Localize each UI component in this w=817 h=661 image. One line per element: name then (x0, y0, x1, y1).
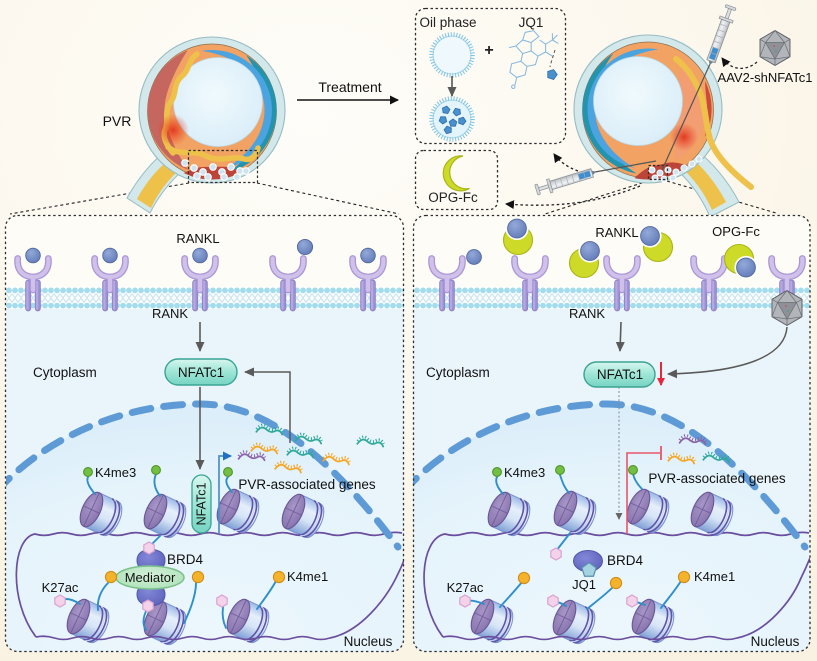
svg-text:OPG-Fc: OPG-Fc (428, 190, 478, 205)
svg-text:K27ac: K27ac (447, 580, 484, 595)
svg-text:RANK: RANK (152, 306, 188, 321)
svg-text:Treatment: Treatment (318, 79, 381, 95)
svg-text:Nucleus: Nucleus (344, 634, 393, 649)
svg-text:JQ1: JQ1 (572, 577, 596, 592)
svg-text:Oil phase: Oil phase (419, 15, 476, 30)
svg-text:BRD4: BRD4 (167, 552, 204, 567)
svg-text:AAV2-shNFATc1: AAV2-shNFATc1 (718, 70, 813, 85)
svg-text:NFATc1: NFATc1 (597, 367, 643, 382)
svg-text:Mediator: Mediator (125, 570, 176, 585)
svg-text:K4me1: K4me1 (694, 569, 735, 584)
svg-text:+: + (484, 42, 493, 59)
svg-text:K4me3: K4me3 (504, 465, 545, 480)
svg-text:PVR-associated genes: PVR-associated genes (648, 471, 786, 486)
svg-text:Cytoplasm: Cytoplasm (426, 365, 490, 380)
svg-text:NFATc1: NFATc1 (178, 365, 224, 380)
svg-text:K4me1: K4me1 (287, 569, 328, 584)
svg-text:PVR-associated genes: PVR-associated genes (238, 477, 376, 492)
svg-text:K27ac: K27ac (42, 580, 79, 595)
svg-text:Cytoplasm: Cytoplasm (33, 365, 97, 380)
svg-text:RANK: RANK (569, 306, 605, 321)
svg-text:JQ1: JQ1 (519, 15, 544, 30)
svg-text:PVR: PVR (103, 113, 132, 129)
svg-text:K4me3: K4me3 (95, 465, 136, 480)
svg-text:BRD4: BRD4 (607, 553, 644, 568)
svg-text:NFATc1: NFATc1 (195, 483, 209, 526)
svg-text:Nucleus: Nucleus (751, 634, 800, 649)
svg-text:OPG-Fc: OPG-Fc (712, 224, 760, 239)
svg-text:RANKL: RANKL (595, 225, 638, 240)
svg-text:RANKL: RANKL (176, 231, 219, 246)
